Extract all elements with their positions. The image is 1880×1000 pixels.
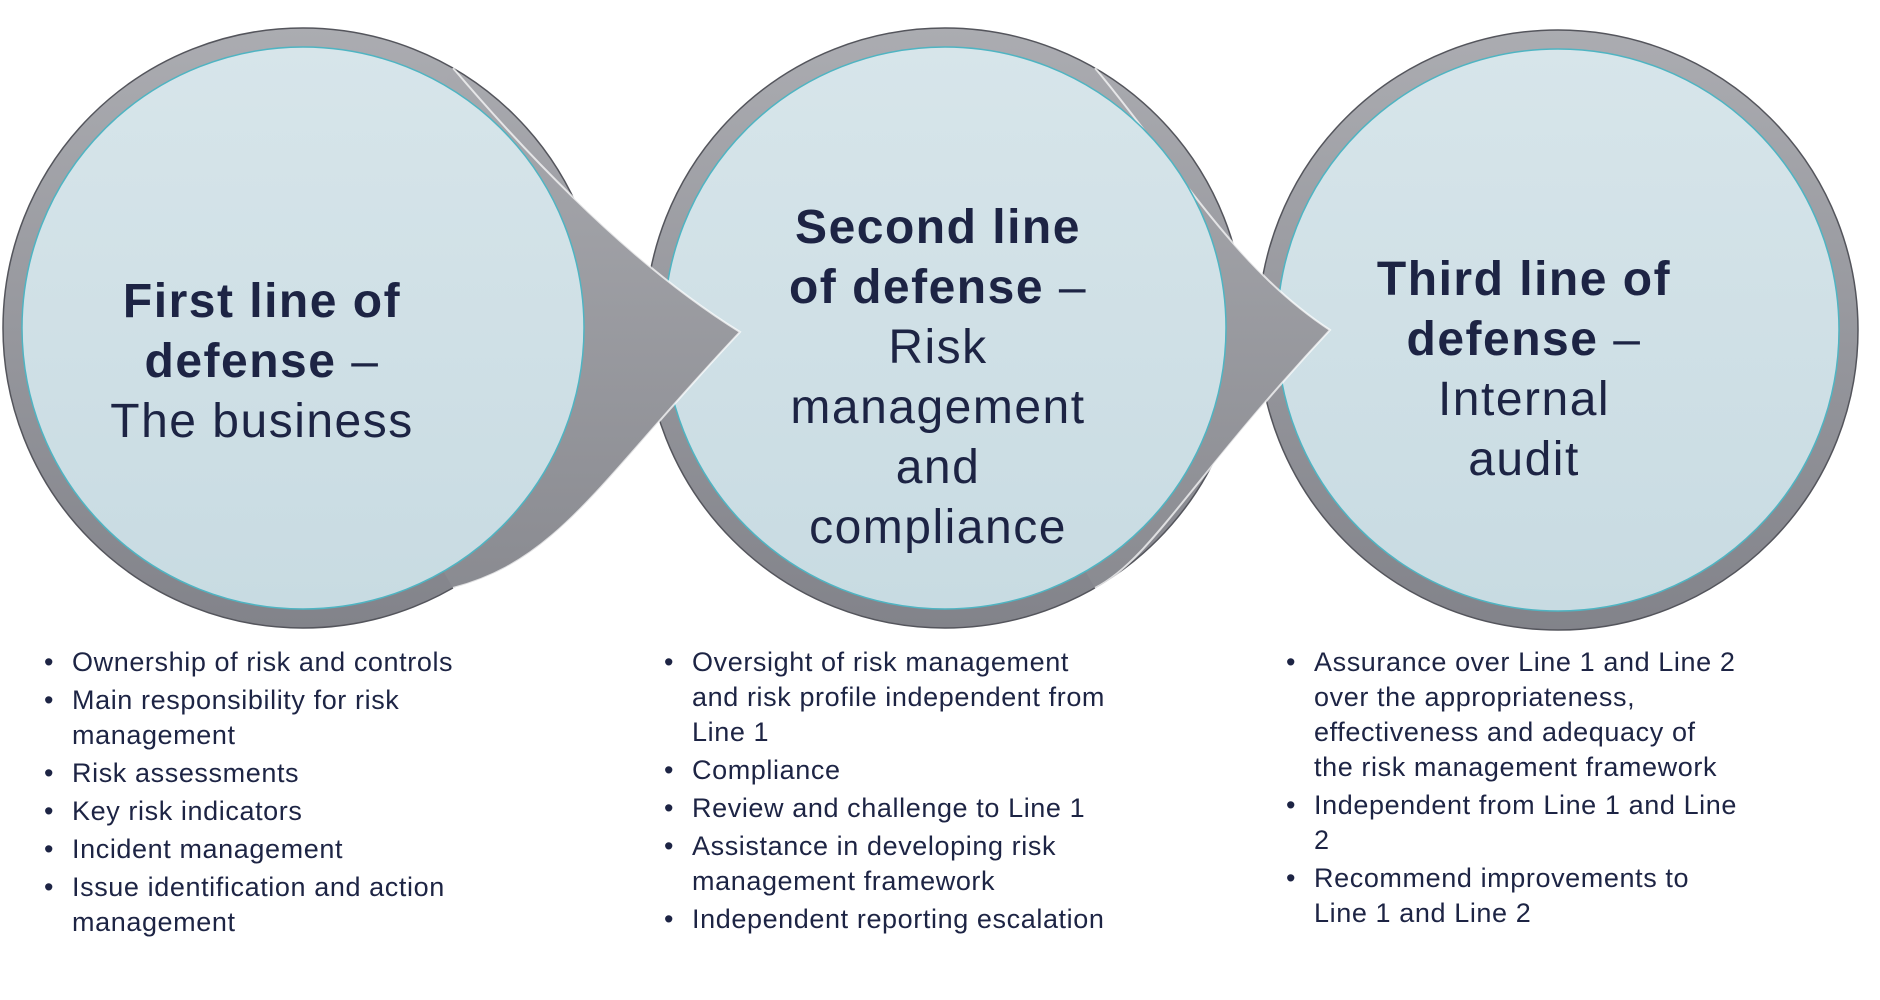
bullet-item: Ownership of risk and controls [42,645,602,680]
bullet-list-third: Assurance over Line 1 and Line 2 over th… [1284,645,1844,931]
circle-title-second: Second line of defense – Risk management… [789,138,1087,558]
bullet-item: Issue identification and action manageme… [42,870,602,940]
bullet-item: Key risk indicators [42,794,602,829]
circle-title-first-bold: First line of defense [122,275,402,388]
circle-title-third-rest: – Internal audit [1437,313,1642,486]
bullet-list-second: Oversight of risk management and risk pr… [662,645,1222,937]
bullet-column-second: Oversight of risk management and risk pr… [662,645,1222,940]
circle-fill-first [21,46,585,610]
bullet-column-first: Ownership of risk and controlsMain respo… [42,645,602,943]
bullet-item: Compliance [662,753,1222,788]
bullet-item: Assistance in developing risk management… [662,829,1222,899]
circle-title-first: First line of defense – The business [110,212,414,452]
bullet-item: Review and challenge to Line 1 [662,791,1222,826]
circle-title-second-bold: Second line of defense [788,201,1081,314]
circle-title-third: Third line of defense – Internal audit [1377,190,1671,490]
bullet-item: Risk assessments [42,756,602,791]
bullet-item: Independent reporting escalation [662,902,1222,937]
bullet-item: Assurance over Line 1 and Line 2 over th… [1284,645,1844,785]
flow-arrow-first-outline [452,67,742,589]
circle-title-second-rest: – Risk management and compliance [790,261,1088,554]
circle-title-first-rest: – The business [110,335,414,448]
bullet-item: Independent from Line 1 and Line 2 [1284,788,1844,858]
bullet-item: Oversight of risk management and risk pr… [662,645,1222,750]
circle-title-third-bold: Third line of defense [1376,253,1672,366]
bullet-item: Incident management [42,832,602,867]
bullet-item: Main responsibility for risk management [42,683,602,753]
bullet-list-first: Ownership of risk and controlsMain respo… [42,645,602,940]
bullet-item: Recommend improvements to Line 1 and Lin… [1284,861,1844,931]
bullet-column-third: Assurance over Line 1 and Line 2 over th… [1284,645,1844,934]
